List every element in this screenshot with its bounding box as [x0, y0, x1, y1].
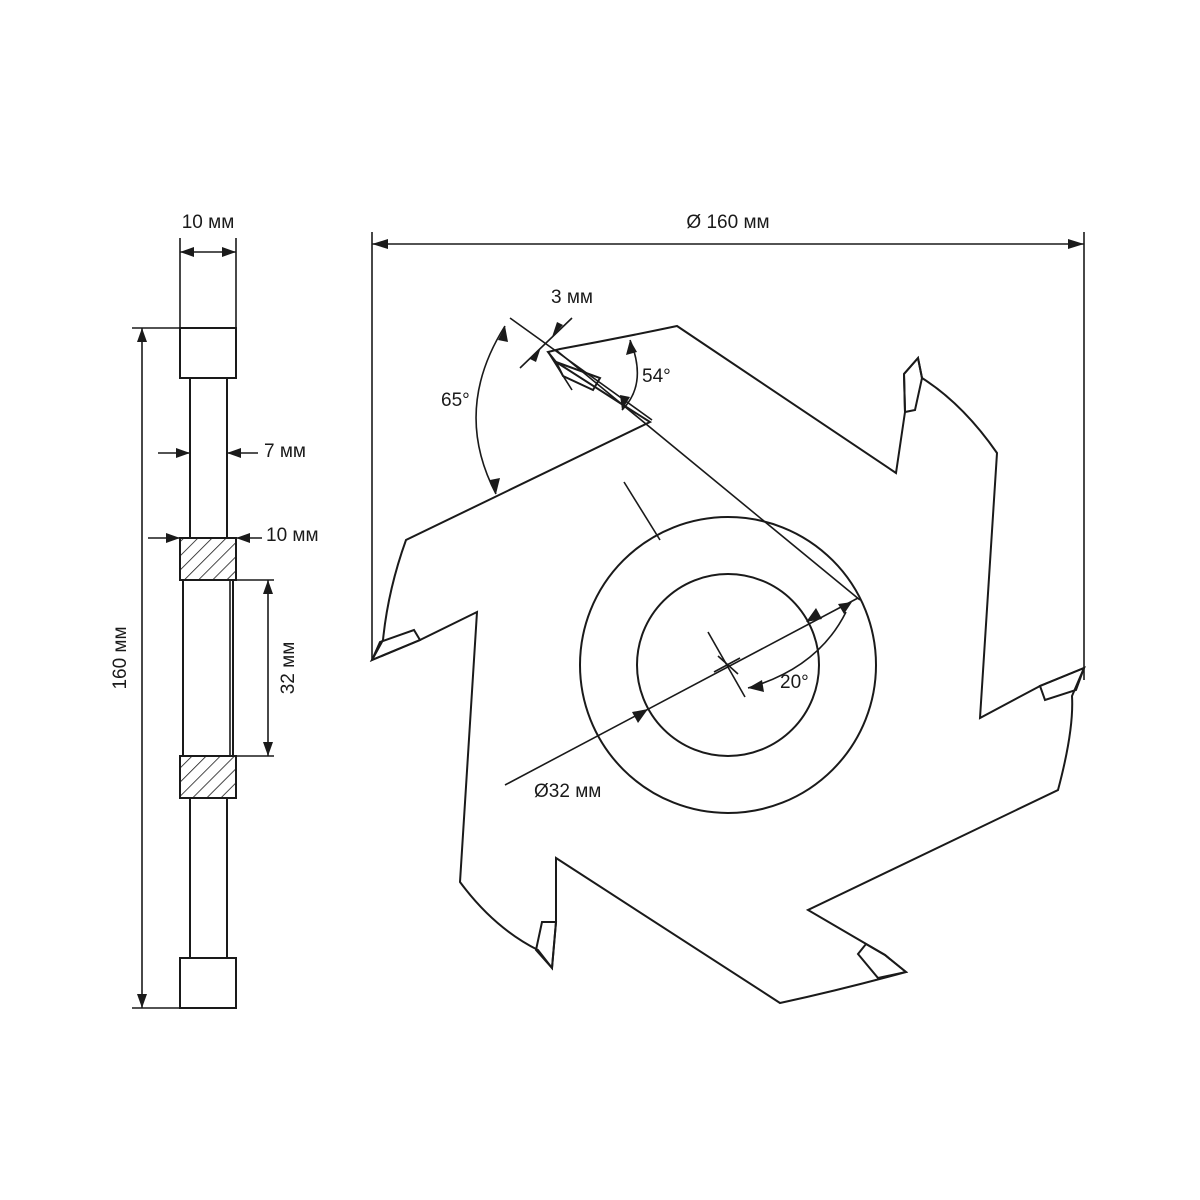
front-view: Ø 160 мм Ø32 мм 20°	[369, 212, 1086, 1005]
dim-hub-arrow-left	[166, 533, 180, 543]
side-top-cap	[179, 327, 237, 379]
hub-outer-circle	[579, 516, 877, 814]
bore-leader-arrow-a	[632, 709, 648, 723]
side-hub-label: 10 мм	[266, 525, 319, 546]
front-bore-label: Ø32 мм	[534, 781, 601, 802]
angle-20-arc	[747, 611, 847, 689]
tooth-width-ext-line	[547, 351, 573, 391]
tooth-width-arrow-b	[552, 322, 563, 337]
side-hub-lower	[179, 755, 237, 799]
side-view: 10 мм 7 мм 10 мм 32 мм 160 мм	[110, 212, 319, 1009]
bore-leader-arrow-c	[838, 602, 852, 614]
dim-diameter-arrow-left	[372, 239, 388, 249]
angle-65-arrow-bottom	[490, 478, 500, 494]
side-hub-upper	[179, 537, 237, 581]
dim-width-arrow-left	[180, 247, 194, 257]
dim-web-arrow-right	[227, 448, 241, 458]
bore-diameter-leader	[504, 597, 859, 786]
side-bore	[182, 579, 234, 757]
tooth-width-guide-outer	[509, 317, 653, 421]
bore-leader-arrow-b	[806, 608, 822, 622]
front-diameter-label: Ø 160 мм	[686, 212, 769, 233]
dim-bore-arrow-top	[263, 580, 273, 594]
side-web-label: 7 мм	[264, 441, 306, 462]
tooth-width-label: 3 мм	[551, 287, 593, 308]
dim-hub-arrow-right	[236, 533, 250, 543]
dim-bore-arrow-bottom	[263, 742, 273, 756]
tooth-insert-right	[1038, 666, 1086, 702]
side-width-label: 10 мм	[182, 212, 235, 233]
tooth-insert-top-right	[902, 355, 924, 414]
cutter-body-outline	[369, 324, 1086, 1005]
hub-marker-line	[623, 481, 661, 541]
tooth-width-arrow-a	[530, 347, 541, 362]
side-height-label: 160 мм	[110, 626, 131, 689]
angle-65-arrow-top	[498, 326, 508, 342]
angle-20-label: 20°	[780, 672, 809, 693]
tooth-insert-bottom-right	[856, 942, 909, 980]
tooth-face-guide-line	[555, 349, 861, 601]
side-bore-label: 32 мм	[278, 642, 299, 695]
angle-65-arc	[475, 325, 506, 495]
angle-65-label: 65°	[441, 390, 470, 411]
dim-height-arrow-bottom	[137, 994, 147, 1008]
tooth-width-dim-line	[519, 317, 573, 369]
angle-20-arrow	[748, 680, 764, 692]
center-mark-line-c	[717, 655, 739, 675]
tooth-insert-bottom	[534, 921, 558, 971]
dim-height-arrow-top	[137, 328, 147, 342]
tooth-insert-left	[370, 628, 422, 662]
dim-width-arrow-right	[222, 247, 236, 257]
side-bottom-cap	[179, 957, 237, 1009]
angle-54-arrow-top	[626, 340, 637, 355]
bore-circle	[636, 573, 820, 757]
angle-54-label: 54°	[642, 366, 671, 387]
angle-54-arrow-bottom	[620, 395, 630, 410]
dim-diameter-arrow-right	[1068, 239, 1084, 249]
dim-web-arrow-left	[176, 448, 190, 458]
